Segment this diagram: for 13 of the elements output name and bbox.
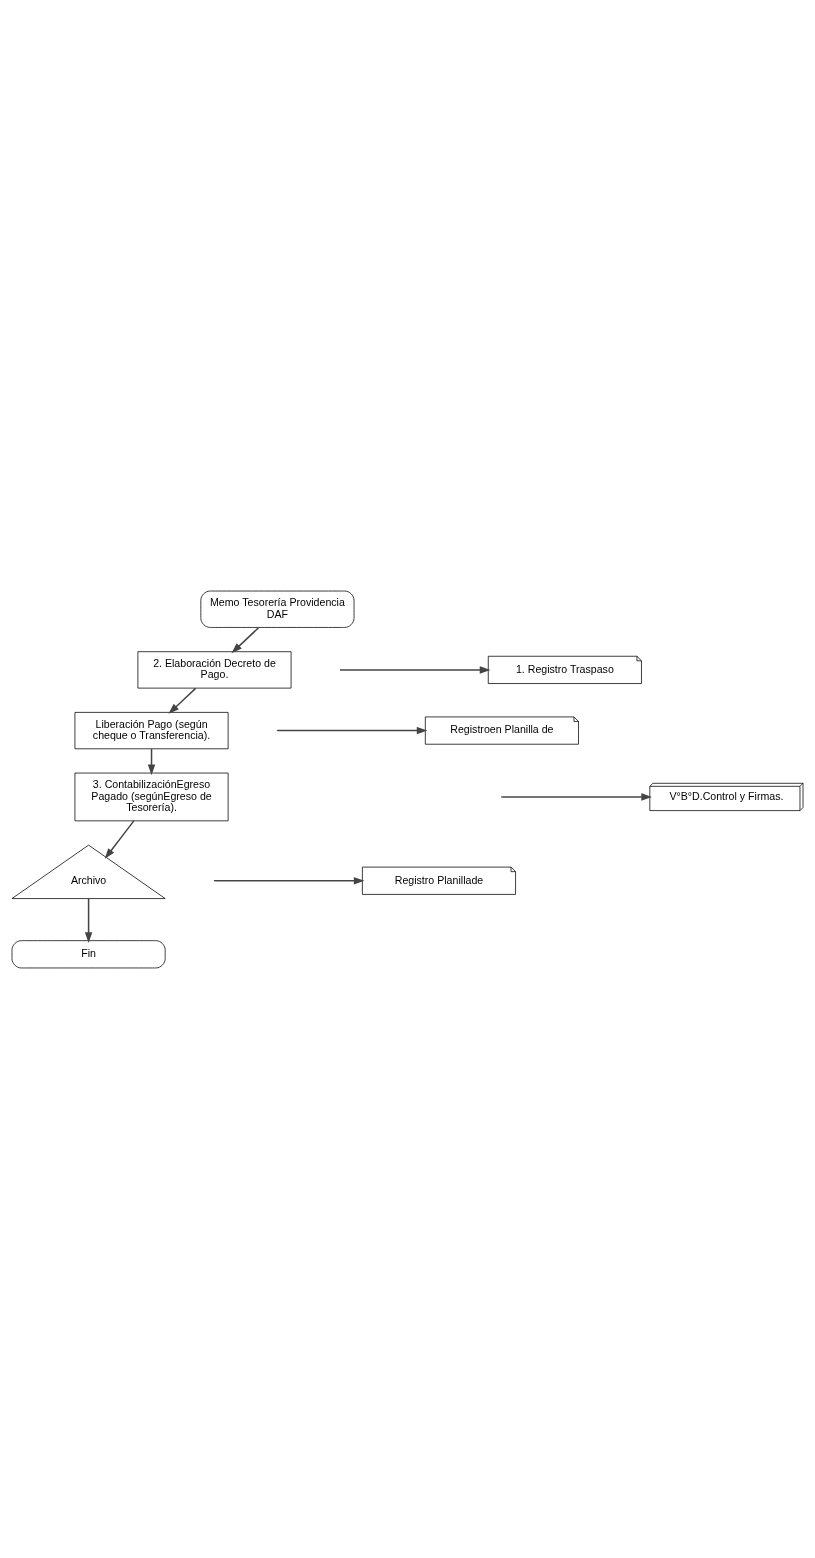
arrow [277, 726, 428, 734]
node-box: Memo Tesorería Providencia DAF [200, 590, 355, 628]
arrow [231, 626, 260, 653]
node-box: 2. Elaboración Decreto de Pago. [137, 650, 292, 688]
node-box: Liberación Pago (según cheque o Transferencia). [74, 711, 229, 749]
node-box: Fin [11, 939, 166, 968]
node-box: 3. ContabilizaciónEgreso Pagado (segúnEgreso de Tesorería). [74, 772, 229, 821]
arrow [340, 665, 491, 674]
arrow [84, 897, 93, 943]
arrow [501, 792, 652, 801]
arrow [104, 819, 135, 859]
arrow [168, 687, 197, 714]
arrow [214, 876, 365, 884]
